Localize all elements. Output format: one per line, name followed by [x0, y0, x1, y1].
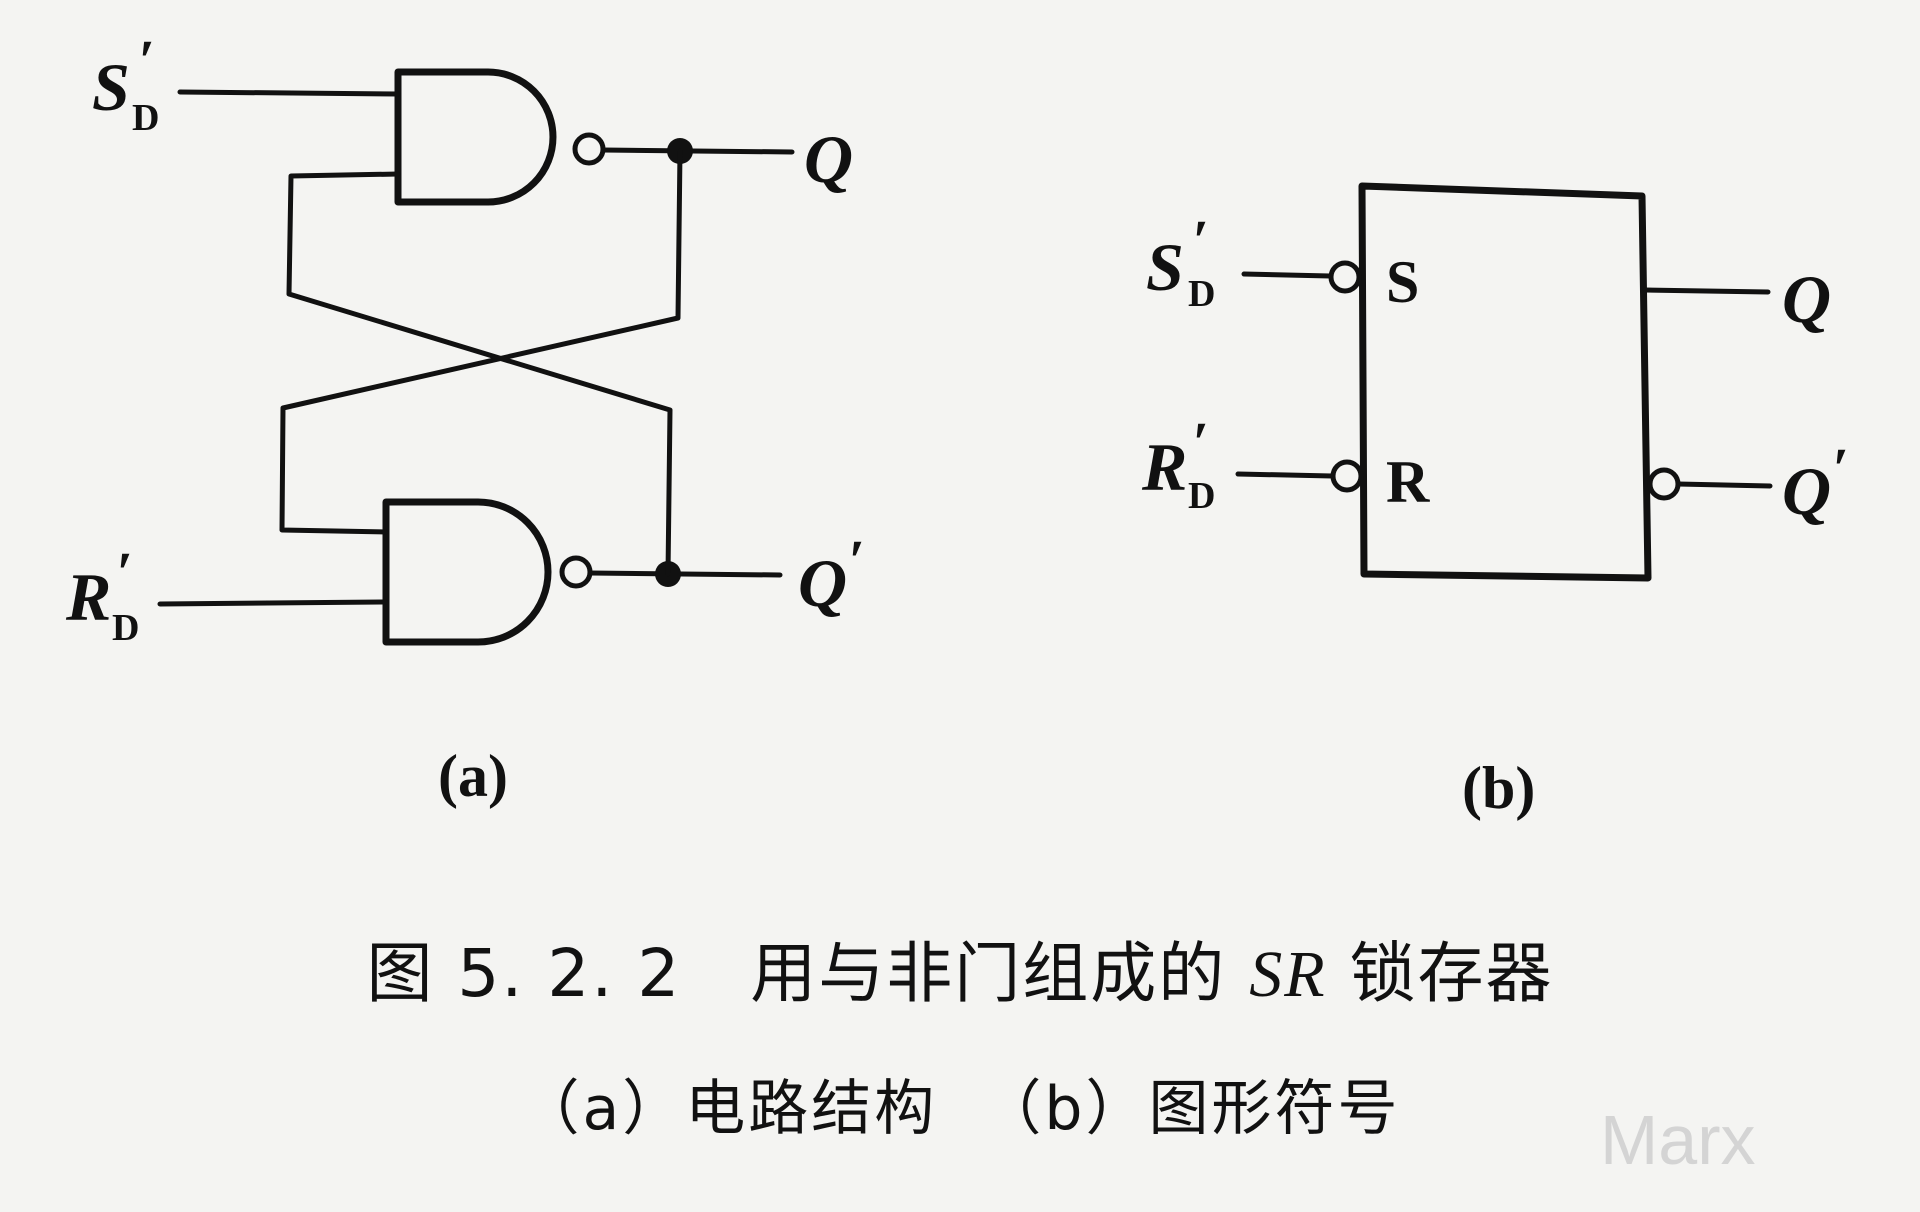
figure-subcaption: （a）电路结构 （b）图形符号 [0, 1060, 1920, 1147]
subcaption-a: （a）电路结构 [519, 1074, 938, 1144]
circuit-structure: S ′ D R ′ D Q Q ′ (a) [65, 28, 864, 809]
svg-text:S: S [1146, 229, 1184, 305]
symbol-r-input-label: R ′ D [1141, 410, 1215, 517]
qn-output-wire [587, 570, 783, 578]
r-input-label: R ′ D [65, 540, 139, 649]
svg-text:R: R [65, 559, 111, 635]
subcaption-b: （b）图形符号 [981, 1074, 1401, 1144]
symbol-s-inversion-bubble [1328, 260, 1362, 294]
figure-number: 图 5. 2. 2 [366, 935, 682, 1012]
figure-caption: 图 5. 2. 2 用与非门组成的 SR 锁存器 [0, 920, 1920, 1016]
svg-text:D: D [1188, 475, 1215, 517]
panel-label-a: (a) [438, 743, 508, 809]
symbol-q-output-wire [1642, 287, 1771, 295]
svg-text:′: ′ [1832, 436, 1848, 501]
svg-text:′: ′ [1192, 208, 1208, 273]
panel-label-b: (b) [1462, 755, 1535, 821]
svg-text:′: ′ [848, 528, 864, 593]
nand-top-inversion-bubble [572, 132, 606, 166]
symbol-s-input-wire [1241, 271, 1333, 279]
svg-text:Q: Q [798, 545, 847, 621]
feedback-q-to-bottom-gate [279, 148, 683, 535]
nand-gate-bottom [382, 498, 552, 646]
svg-text:Q: Q [1782, 453, 1831, 529]
q-output-wire [600, 147, 795, 155]
s-input-label: S ′ D [92, 28, 159, 139]
feedback-qn-to-top-gate [286, 171, 673, 577]
svg-text:′: ′ [116, 540, 132, 605]
pin-label-s: S [1386, 249, 1419, 315]
svg-text:D: D [1188, 273, 1215, 315]
symbol-r-input-wire [1235, 471, 1335, 479]
svg-text:S: S [92, 49, 130, 125]
r-input-wire [157, 599, 389, 607]
nand-gate-top [394, 68, 557, 206]
qn-output-label: Q ′ [798, 528, 864, 621]
svg-text:R: R [1141, 429, 1187, 505]
svg-text:′: ′ [138, 28, 154, 93]
symbol-qn-output-wire [1675, 481, 1773, 489]
svg-text:D: D [132, 97, 159, 139]
watermark: Marx [1600, 1101, 1756, 1179]
symbol-r-inversion-bubble [1330, 459, 1364, 493]
symbol-qn-output-label: Q ′ [1782, 436, 1848, 529]
symbol-s-input-label: S ′ D [1146, 208, 1215, 315]
graphic-symbol: S R S ′ D R ′ D Q Q ′ (b) [1141, 182, 1848, 821]
svg-text:′: ′ [1192, 410, 1208, 475]
svg-text:D: D [112, 607, 139, 649]
symbol-qn-inversion-bubble [1647, 467, 1681, 501]
nand-bottom-inversion-bubble [559, 555, 593, 589]
pin-label-r: R [1386, 449, 1430, 515]
s-input-wire [177, 89, 401, 97]
caption-title-post: 锁存器 [1349, 935, 1554, 1012]
symbol-q-output-label: Q [1782, 261, 1831, 337]
latch-block [1358, 182, 1652, 582]
caption-title-pre: 用与非门组成的 [750, 935, 1227, 1012]
caption-title-var: SR [1249, 938, 1327, 1011]
q-output-label: Q [804, 121, 853, 197]
